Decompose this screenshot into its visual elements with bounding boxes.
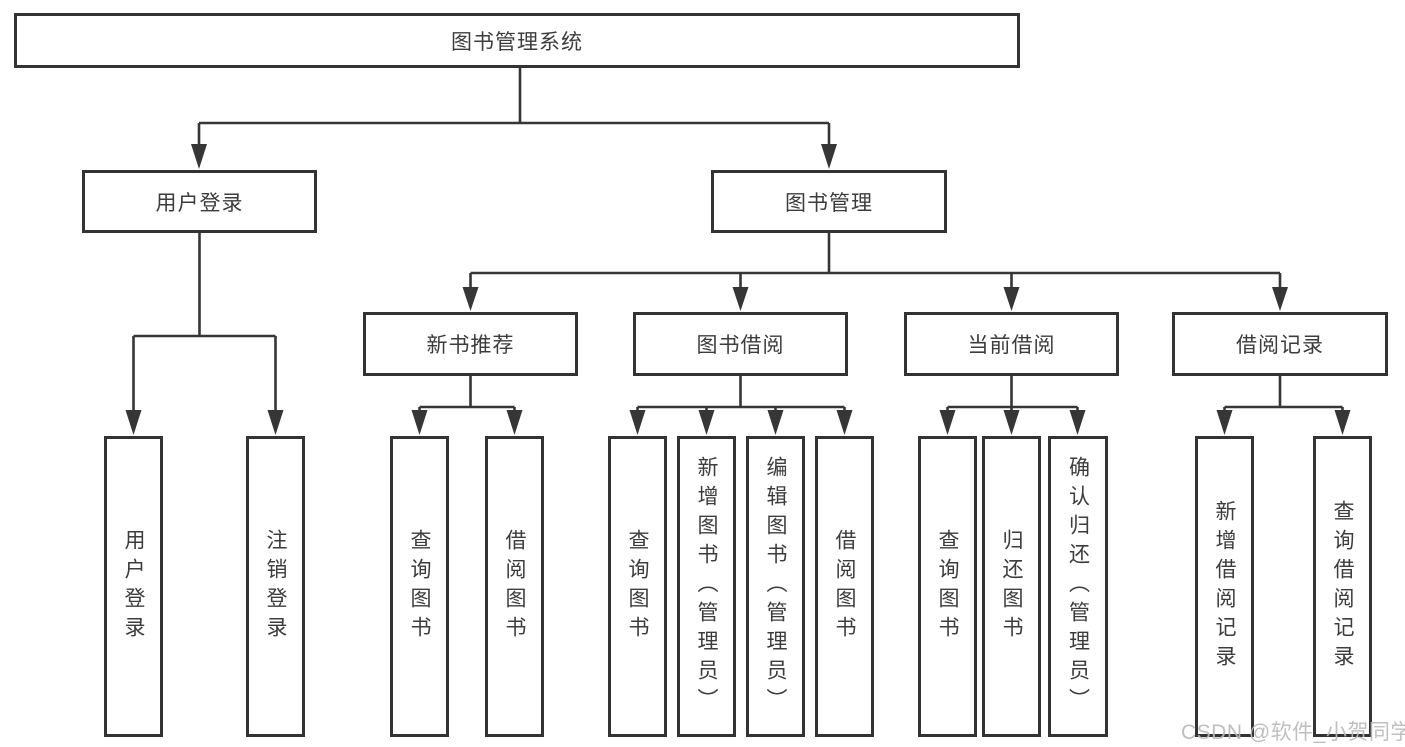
leaf-confirm-return-admin: 确认归还（管理员） [1048,436,1108,737]
node-user-login: 用户登录 [82,170,317,233]
csdn-watermark: CSDN @软件_小贺同学 [1181,721,1405,744]
leaf-query-borrow-record: 查询借阅记录 [1313,436,1372,737]
leaf-borrow-books: 借阅图书 [815,436,874,737]
leaf-query-books-current: 查询图书 [918,436,977,737]
node-book-management: 图书管理 [711,170,947,233]
leaf-query-books-recommend: 查询图书 [390,436,449,737]
leaf-borrow-books-recommend: 借阅图书 [485,436,544,737]
node-book-borrow: 图书借阅 [633,312,848,376]
node-new-book-recommend: 新书推荐 [363,312,578,376]
leaf-query-books-borrow: 查询图书 [608,436,667,737]
leaf-add-borrow-record: 新增借阅记录 [1195,436,1254,737]
node-borrow-records: 借阅记录 [1172,312,1388,376]
leaf-add-books-admin: 新增图书（管理员） [677,436,736,737]
node-current-borrow: 当前借阅 [904,312,1119,376]
leaf-edit-books-admin: 编辑图书（管理员） [746,436,805,737]
leaf-user-login: 用户登录 [104,436,163,737]
node-root: 图书管理系统 [14,13,1020,68]
leaf-logout: 注销登录 [246,436,305,737]
leaf-return-books: 归还图书 [982,436,1041,737]
arrowhead-icons [125,144,1351,435]
